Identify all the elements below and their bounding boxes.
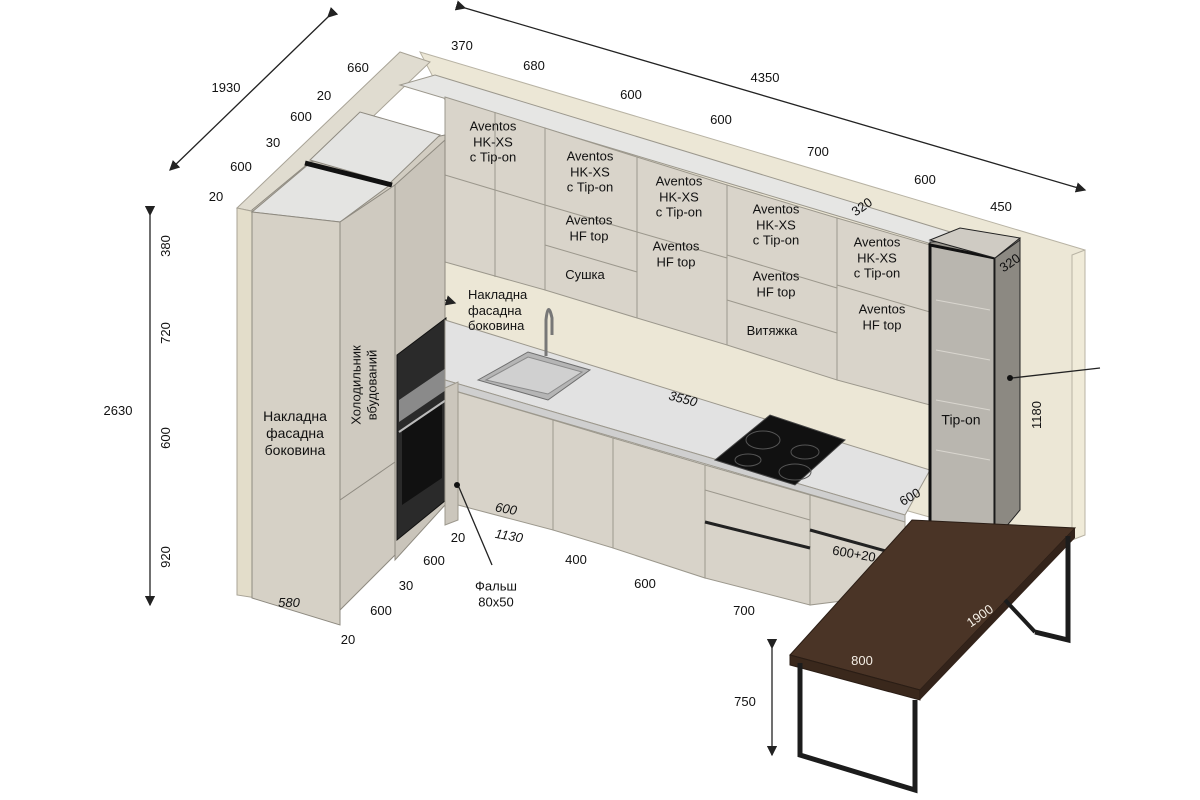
dim-left-top-5: 600 [230,159,252,175]
dim-left-bottom-1: 580 [278,595,300,611]
dim-lower-2: 600 [634,576,656,592]
filler-label: Фальш 80x50 [475,578,517,609]
upper-unit-4: Сушка [565,267,605,283]
side-panel-label: Накладна фасадна боковина [263,407,327,458]
dim-left-bottom-2: 20 [340,632,356,648]
glass-cabinet [928,227,1022,542]
cabinet-marker [1007,375,1013,381]
upper-unit-2: Aventos HK-XS с Tip-on [566,148,614,195]
dining-table [789,519,1077,794]
dim-upper-6: 600 [914,172,936,188]
upper-unit-7: Aventos HK-XS с Tip-on [752,201,800,248]
fridge-label: Холодильник вбудований [348,345,379,425]
base-cabinets [444,308,931,606]
dim-left-bottom-4: 30 [398,578,414,594]
upper-unit-9: Витяжка [746,323,798,339]
dim-left-top-3: 600 [290,109,312,125]
dimension-lines [144,0,1101,757]
dim-lower-3: 700 [733,603,755,619]
dim-lower-1: 400 [565,552,587,568]
dim-left-bottom-5: 600 [423,553,445,569]
dim-upper-4: 600 [710,112,732,128]
wall-panel-label: Накладна фасадна боковина [468,287,528,334]
dim-width-total: 4350 [750,70,780,86]
upper-unit-11: Aventos HF top [858,301,906,332]
dim-upper-2: 680 [523,58,545,74]
dim-left-top-1: 660 [347,60,369,76]
dim-left-top-6: 20 [208,189,224,205]
dim-height-seg-1: 380 [158,235,174,257]
tall-cabinets [250,111,447,626]
upper-unit-6: Aventos HF top [652,238,700,269]
dim-upper-3: 600 [620,87,642,103]
dim-height-seg-4: 920 [158,546,174,568]
upper-unit-10: Aventos HK-XS с Tip-on [853,234,901,281]
upper-unit-3: Aventos HF top [565,212,613,243]
dim-depth-left: 1930 [211,80,241,96]
dim-left-top-2: 20 [316,88,332,104]
dim-height-seg-3: 600 [158,427,174,449]
dim-upper-1: 370 [451,38,473,54]
dim-height-seg-2: 720 [158,322,174,344]
dim-left-bottom-3: 600 [370,603,392,619]
dim-table-height: 750 [734,694,756,710]
dim-table-width: 800 [851,653,873,669]
dim-upper-5: 700 [807,144,829,160]
upper-unit-5: Aventos HK-XS с Tip-on [655,173,703,220]
dim-height-total: 2630 [103,403,133,419]
glass-cabinet-label: Tip-on [941,411,981,428]
dim-left-top-4: 30 [265,135,281,151]
dim-glass-height: 1180 [1029,401,1045,429]
upper-unit-8: Aventos HF top [752,268,800,299]
upper-unit-1: Aventos HK-XS с Tip-on [469,118,517,165]
dim-upper-7: 450 [990,199,1012,215]
dim-left-bottom-6: 20 [450,530,466,546]
filler-marker [454,482,460,488]
